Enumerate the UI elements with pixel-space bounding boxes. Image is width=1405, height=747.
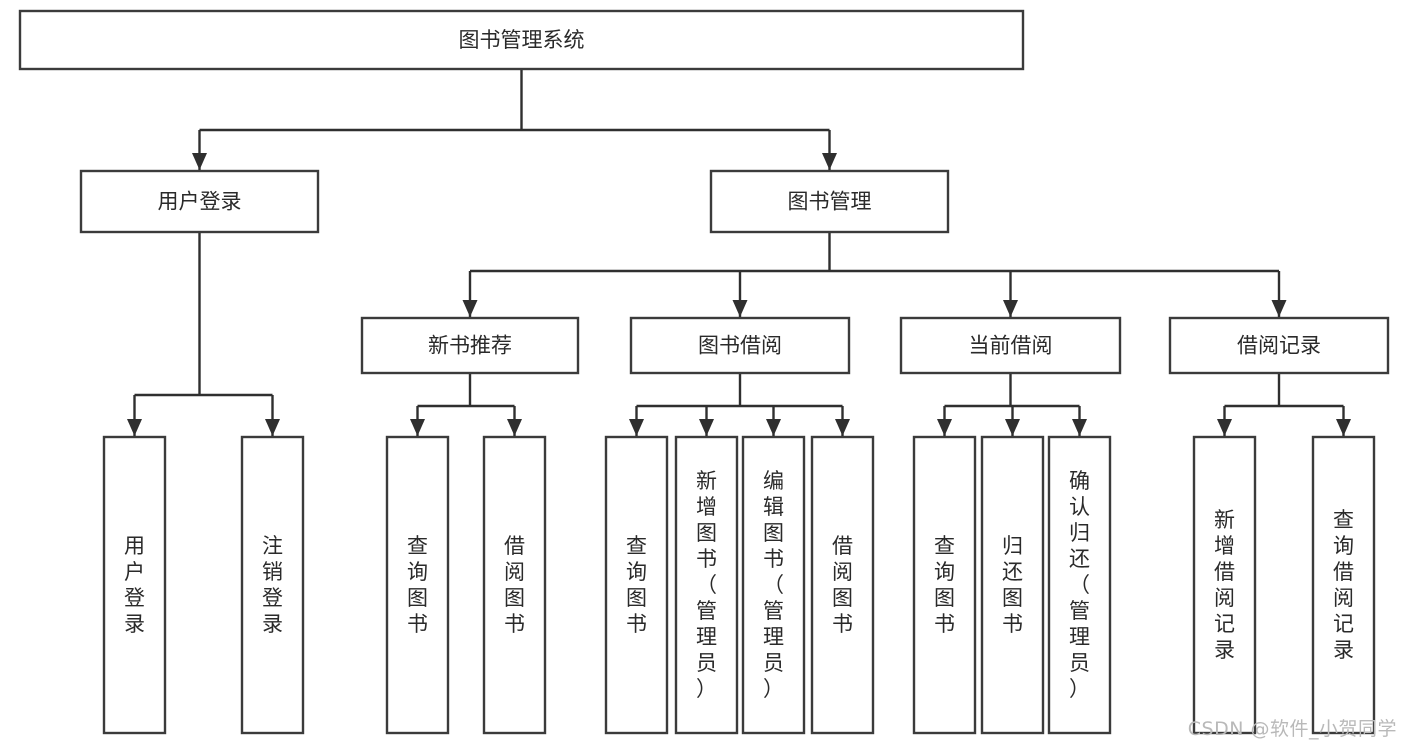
node-root[interactable]: 图书管理系统 — [18, 9, 1025, 71]
node-current-borrow[interactable]: 当前借阅 — [899, 316, 1122, 375]
node-box-leaf-add-record — [1192, 435, 1257, 735]
node-layer: 图书管理系统用户登录图书管理新书推荐图书借阅当前借阅借阅记录用户登录注销登录查询… — [18, 9, 1390, 735]
node-borrow-record[interactable]: 借阅记录 — [1168, 316, 1390, 375]
node-box-leaf-query-record — [1311, 435, 1376, 735]
node-new-book-recommend[interactable]: 新书推荐 — [360, 316, 580, 375]
arrow-head-leaf-borrow-book — [835, 419, 850, 436]
node-leaf-confirm-return[interactable]: 确认归还（管理员） — [1047, 435, 1112, 735]
arrow-head-new-book-recommend — [462, 300, 478, 317]
arrow-head-book-management — [822, 153, 837, 170]
node-label-book-management: 图书管理 — [788, 190, 872, 214]
node-label-root: 图书管理系统 — [459, 28, 585, 52]
node-leaf-query-book-rec[interactable]: 查询图书 — [385, 435, 450, 735]
node-label-current-borrow: 当前借阅 — [969, 334, 1053, 358]
node-label-user-login: 用户登录 — [158, 190, 242, 214]
arrow-head-leaf-query-record — [1336, 419, 1351, 436]
node-label-leaf-borrow-book-rec: 借阅图书 — [504, 534, 525, 636]
node-box-leaf-user-login — [102, 435, 167, 735]
node-label-leaf-query-book-rec: 查询图书 — [407, 534, 428, 636]
node-box-book-management — [709, 169, 950, 234]
arrow-head-leaf-edit-book — [766, 419, 781, 436]
node-box-leaf-add-book — [674, 435, 739, 735]
arrow-head-leaf-confirm-return — [1072, 419, 1087, 436]
node-leaf-return-book[interactable]: 归还图书 — [980, 435, 1045, 735]
node-label-leaf-return-book: 归还图书 — [1002, 534, 1023, 636]
node-book-management[interactable]: 图书管理 — [709, 169, 950, 234]
node-leaf-borrow-book[interactable]: 借阅图书 — [810, 435, 875, 735]
node-label-leaf-logout: 注销登录 — [262, 534, 283, 636]
node-box-leaf-confirm-return — [1047, 435, 1112, 735]
arrow-head-leaf-logout — [265, 419, 280, 436]
node-box-leaf-borrow-book — [810, 435, 875, 735]
arrow-head-leaf-add-book — [699, 419, 714, 436]
node-box-leaf-logout — [240, 435, 305, 735]
arrow-head-leaf-user-login — [127, 419, 142, 436]
arrow-head-leaf-add-record — [1217, 419, 1232, 436]
node-user-login[interactable]: 用户登录 — [79, 169, 320, 234]
arrow-head-leaf-query-book-borrow — [629, 419, 644, 436]
arrow-head-user-login — [192, 153, 207, 170]
node-label-leaf-query-record: 查询借阅记录 — [1333, 508, 1354, 662]
node-label-leaf-borrow-book: 借阅图书 — [832, 534, 853, 636]
arrow-head-book-borrow — [732, 300, 748, 317]
node-leaf-edit-book[interactable]: 编辑图书（管理员） — [741, 435, 806, 735]
node-box-leaf-query-book-rec — [385, 435, 450, 735]
node-label-borrow-record: 借阅记录 — [1237, 334, 1321, 358]
arrow-head-leaf-borrow-book-rec — [507, 419, 522, 436]
node-label-leaf-add-book: 新增图书（管理员） — [696, 469, 717, 701]
node-label-book-borrow: 图书借阅 — [698, 334, 782, 358]
connector-layer — [127, 69, 1351, 436]
node-label-new-book-recommend: 新书推荐 — [428, 334, 512, 358]
node-box-leaf-return-book — [980, 435, 1045, 735]
node-leaf-add-book[interactable]: 新增图书（管理员） — [674, 435, 739, 735]
node-leaf-query-book-borrow[interactable]: 查询图书 — [604, 435, 669, 735]
node-box-root — [18, 9, 1025, 71]
node-leaf-add-record[interactable]: 新增借阅记录 — [1192, 435, 1257, 735]
arrow-head-current-borrow — [1003, 300, 1018, 317]
node-label-leaf-confirm-return: 确认归还（管理员） — [1069, 469, 1090, 701]
node-label-leaf-query-book-current: 查询图书 — [934, 534, 955, 636]
arrow-head-leaf-query-book-current — [937, 419, 952, 436]
arrow-head-leaf-query-book-rec — [410, 419, 425, 436]
node-box-new-book-recommend — [360, 316, 580, 375]
node-box-book-borrow — [629, 316, 851, 375]
node-leaf-user-login[interactable]: 用户登录 — [102, 435, 167, 735]
node-label-leaf-edit-book: 编辑图书（管理员） — [763, 469, 784, 701]
csdn-watermark: CSDN @软件_小贺同学 — [1187, 718, 1397, 740]
node-box-current-borrow — [899, 316, 1122, 375]
node-label-leaf-user-login: 用户登录 — [124, 534, 145, 636]
node-label-leaf-query-book-borrow: 查询图书 — [626, 534, 647, 636]
node-leaf-logout[interactable]: 注销登录 — [240, 435, 305, 735]
node-book-borrow[interactable]: 图书借阅 — [629, 316, 851, 375]
node-leaf-borrow-book-rec[interactable]: 借阅图书 — [482, 435, 547, 735]
node-box-leaf-query-book-borrow — [604, 435, 669, 735]
node-leaf-query-record[interactable]: 查询借阅记录 — [1311, 435, 1376, 735]
node-label-leaf-add-record: 新增借阅记录 — [1214, 508, 1235, 662]
arrow-head-leaf-return-book — [1005, 419, 1020, 436]
node-box-user-login — [79, 169, 320, 234]
node-leaf-query-book-current[interactable]: 查询图书 — [912, 435, 977, 735]
arrow-head-borrow-record — [1271, 300, 1287, 317]
node-box-leaf-edit-book — [741, 435, 806, 735]
node-box-leaf-borrow-book-rec — [482, 435, 547, 735]
node-box-leaf-query-book-current — [912, 435, 977, 735]
node-box-borrow-record — [1168, 316, 1390, 375]
